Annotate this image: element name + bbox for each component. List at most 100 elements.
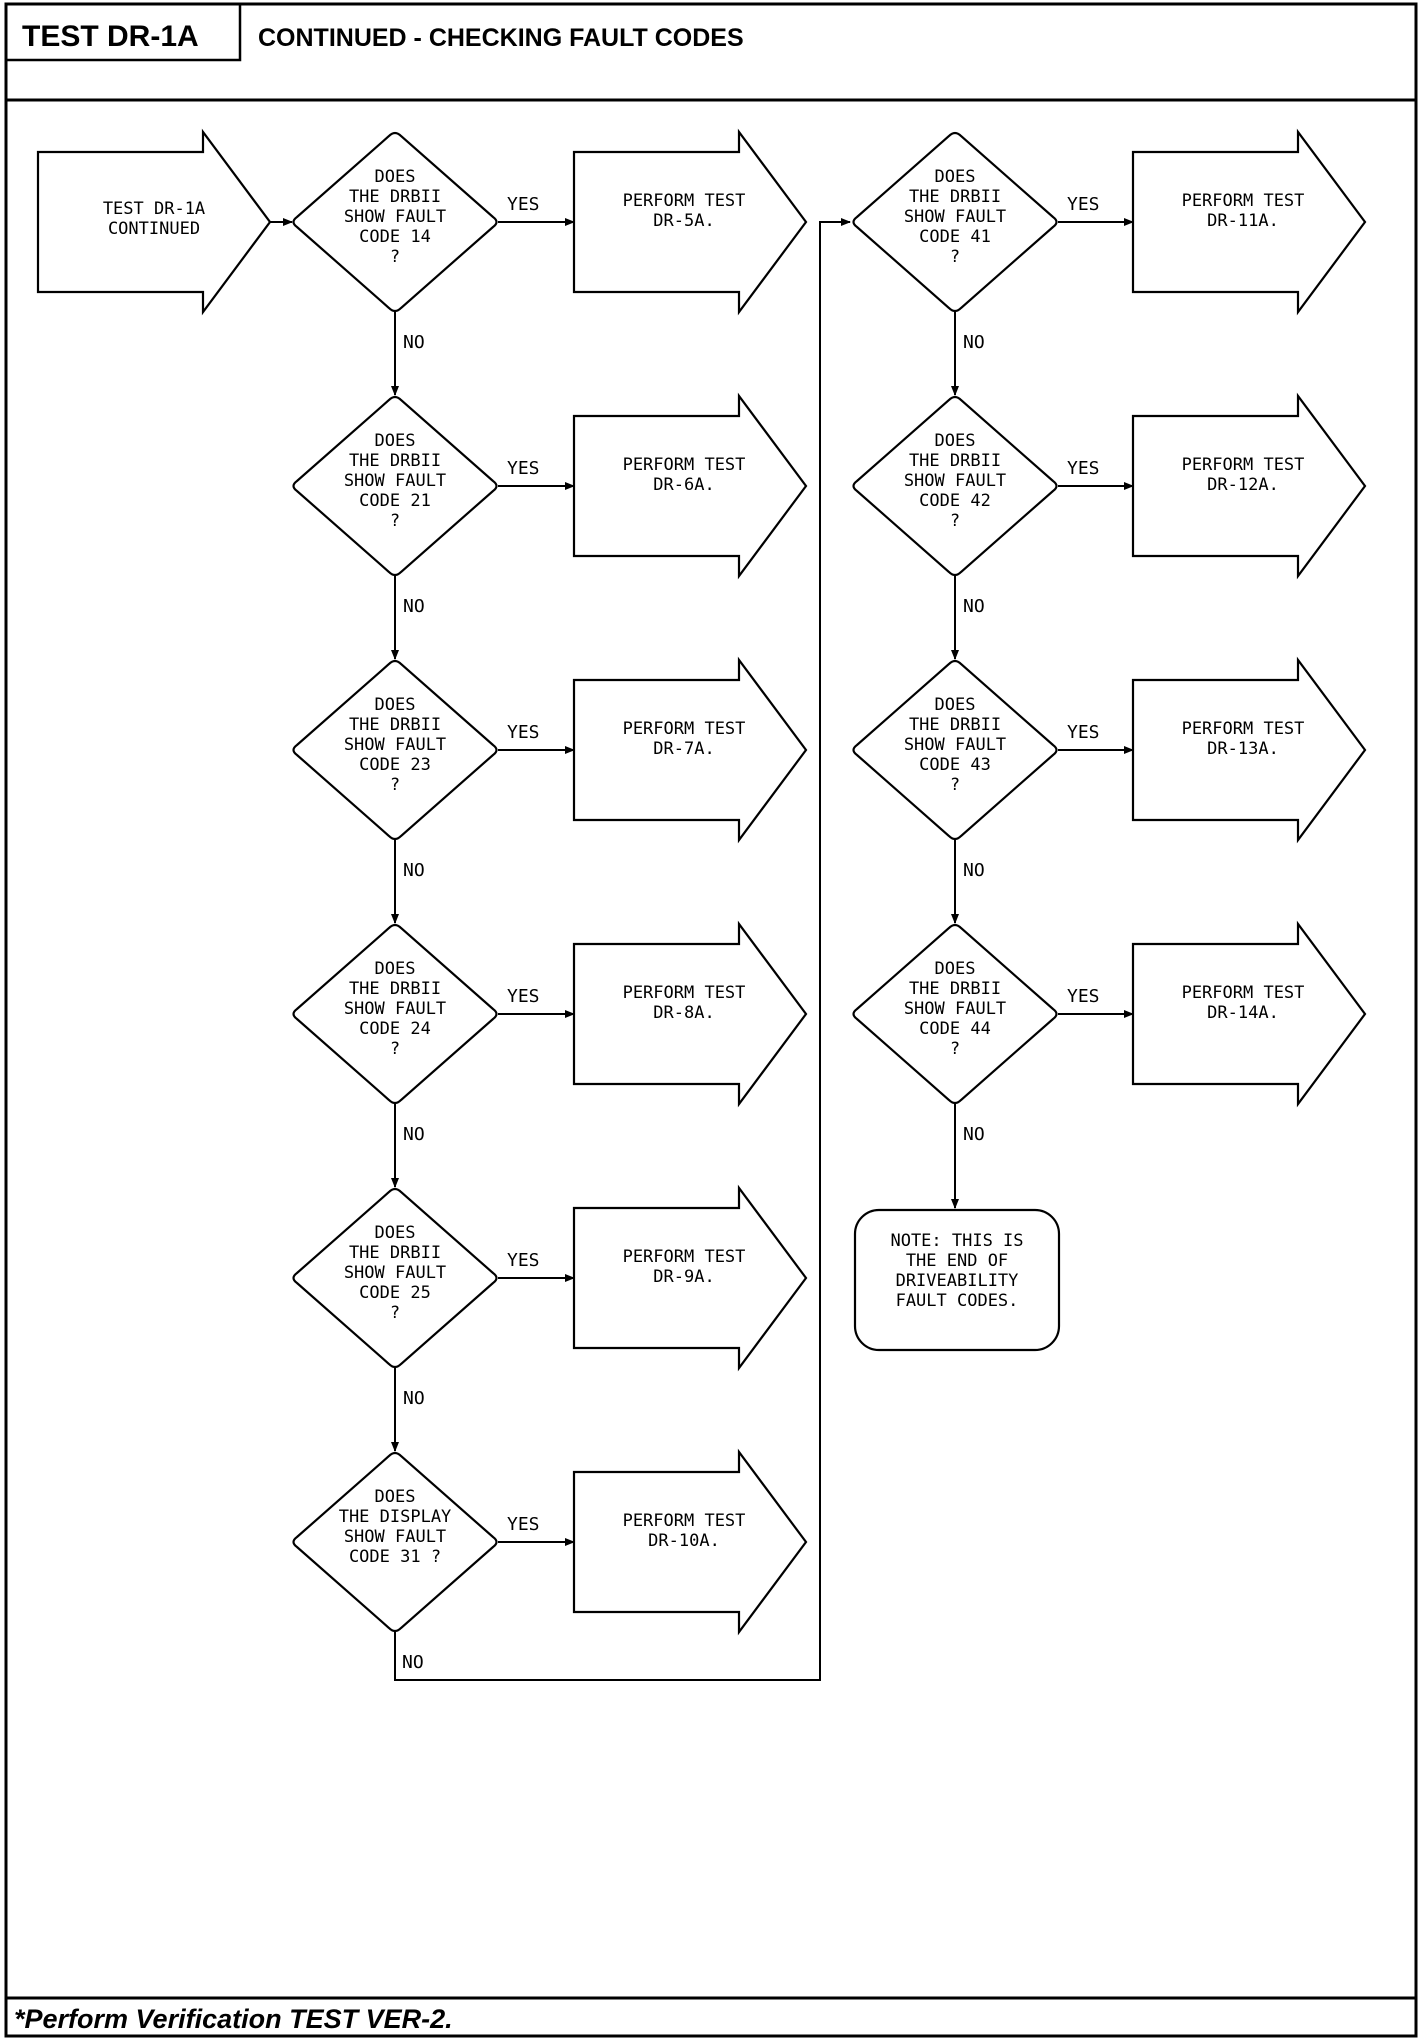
left_column-decision-6-text-line-3: SHOW FAULT — [344, 1527, 446, 1547]
left_column-decision-4-text-line-1: DOES — [375, 959, 416, 979]
right_column-decision-4-text-line-2: THE DRBII — [909, 979, 1001, 999]
right_column-decision-1-text-line-5: ? — [950, 247, 960, 267]
right_column-action-arrow-1 — [1131, 128, 1367, 316]
end-note-box — [853, 1208, 1061, 1352]
left_column-action-arrow-1 — [572, 128, 808, 316]
right_column-no-label-2: NO — [963, 596, 985, 617]
start-arrow — [36, 128, 272, 316]
left_column-action-2-text-line-1: PERFORM TEST — [623, 455, 746, 475]
left_column-action-2-text-line-2: DR-6A. — [653, 475, 714, 495]
left_column-decision-2-text-line-4: CODE 21 — [359, 491, 431, 511]
left_column-decision-6-text-line-2: THE DISPLAY — [339, 1507, 452, 1527]
right_column-decision-4 — [852, 923, 1058, 1105]
footer-note: *Perform Verification TEST VER-2. — [14, 2004, 453, 2034]
left_column-decision-4-text-line-5: ? — [390, 1039, 400, 1059]
left_column-yes-label-4: YES — [507, 986, 540, 1007]
left_column-action-1-text-line-2: DR-5A. — [653, 211, 714, 231]
right_column-no-label-3: NO — [963, 860, 985, 881]
right_column-decision-1 — [852, 131, 1058, 313]
left_column-yes-label-6: YES — [507, 1514, 540, 1535]
left_column-decision-1-text-line-2: THE DRBII — [349, 187, 441, 207]
left_column-yes-label-3: YES — [507, 722, 540, 743]
right_column-decision-2-text-line-2: THE DRBII — [909, 451, 1001, 471]
left_column-no-label-5: NO — [403, 1388, 425, 1409]
left-to-right-no-connector — [394, 218, 851, 1681]
left_column-decision-2-text-line-5: ? — [390, 511, 400, 531]
left_column-decision-6-text-line-1: DOES — [375, 1487, 416, 1507]
left_column-decision-4 — [292, 923, 498, 1105]
right_column-decision-3-text-line-2: THE DRBII — [909, 715, 1001, 735]
left_column-decision-1-text-line-1: DOES — [375, 167, 416, 187]
left_column-action-5-text-line-2: DR-9A. — [653, 1267, 714, 1287]
left_column-decision-2-text-line-2: THE DRBII — [349, 451, 441, 471]
header-title: CONTINUED - CHECKING FAULT CODES — [258, 24, 744, 52]
left_column-decision-2-text-line-3: SHOW FAULT — [344, 471, 446, 491]
right_column-yes-label-3: YES — [1067, 722, 1100, 743]
left_column-action-5-text-line-1: PERFORM TEST — [623, 1247, 746, 1267]
left_column-decision-5-text-line-3: SHOW FAULT — [344, 1263, 446, 1283]
right_column-action-arrow-2 — [1131, 392, 1367, 580]
left_column-decision-5 — [292, 1187, 498, 1369]
start-text-line-1: TEST DR-1A — [103, 199, 205, 219]
end-note-text-line-3: DRIVEABILITY — [896, 1271, 1019, 1291]
left_column-no-label-1: NO — [403, 332, 425, 353]
right_column-yes-label-1: YES — [1067, 194, 1100, 215]
left_column-decision-2-text-line-1: DOES — [375, 431, 416, 451]
left_column-decision-4-text-line-4: CODE 24 — [359, 1019, 431, 1039]
right_column-decision-3-text-line-5: ? — [950, 775, 960, 795]
right_column-action-4-text-line-2: DR-14A. — [1207, 1003, 1279, 1023]
left_column-action-arrow-5 — [572, 1184, 808, 1372]
left_column-no-label-4: NO — [403, 1124, 425, 1145]
left_column-action-arrow-2 — [572, 392, 808, 580]
left_column-decision-1-text-line-4: CODE 14 — [359, 227, 431, 247]
left_column-decision-1-text-line-3: SHOW FAULT — [344, 207, 446, 227]
right_column-decision-1-text-line-4: CODE 41 — [919, 227, 991, 247]
left_column-action-4-text-line-2: DR-8A. — [653, 1003, 714, 1023]
left_column-decision-4-text-line-3: SHOW FAULT — [344, 999, 446, 1019]
right_column-decision-3-text-line-4: CODE 43 — [919, 755, 991, 775]
end-note-text-line-4: FAULT CODES. — [896, 1291, 1019, 1311]
left_column-action-arrow-3 — [572, 656, 808, 844]
left_column-decision-5-text-line-4: CODE 25 — [359, 1283, 431, 1303]
left_column-decision-2 — [292, 395, 498, 577]
right_column-no-label-1: NO — [963, 332, 985, 353]
left_column-action-1-text-line-1: PERFORM TEST — [623, 191, 746, 211]
right_column-decision-1-text-line-1: DOES — [935, 167, 976, 187]
end-note-text-line-2: THE END OF — [906, 1251, 1008, 1271]
right_column-decision-2-text-line-1: DOES — [935, 431, 976, 451]
right_column-yes-label-4: YES — [1067, 986, 1100, 1007]
right_column-action-2-text-line-1: PERFORM TEST — [1182, 455, 1305, 475]
left_column-action-arrow-4 — [572, 920, 808, 1108]
left_column-decision-3-text-line-2: THE DRBII — [349, 715, 441, 735]
left_column-decision-1-text-line-5: ? — [390, 247, 400, 267]
right_column-action-arrow-3 — [1131, 656, 1367, 844]
left-last-no-label: NO — [402, 1652, 424, 1673]
right_column-decision-2-text-line-3: SHOW FAULT — [904, 471, 1006, 491]
left_column-yes-label-5: YES — [507, 1250, 540, 1271]
left_column-action-3-text-line-1: PERFORM TEST — [623, 719, 746, 739]
header-test-id: TEST DR-1A — [22, 20, 199, 53]
left_column-yes-label-1: YES — [507, 194, 540, 215]
left_column-decision-5-text-line-1: DOES — [375, 1223, 416, 1243]
left_column-decision-3 — [292, 659, 498, 841]
right_column-action-arrow-4 — [1131, 920, 1367, 1108]
right_column-decision-1-text-line-3: SHOW FAULT — [904, 207, 1006, 227]
right_column-decision-2-text-line-4: CODE 42 — [919, 491, 991, 511]
right_column-decision-3-text-line-1: DOES — [935, 695, 976, 715]
left_column-decision-5-text-line-5: ? — [390, 1303, 400, 1323]
left_column-action-arrow-6 — [572, 1448, 808, 1636]
left_column-action-4-text-line-1: PERFORM TEST — [623, 983, 746, 1003]
right_column-action-2-text-line-2: DR-12A. — [1207, 475, 1279, 495]
right_column-action-1-text-line-1: PERFORM TEST — [1182, 191, 1305, 211]
left_column-no-label-3: NO — [403, 860, 425, 881]
page-border — [4, 2, 1418, 2038]
header-test-id-box — [4, 2, 242, 62]
left_column-no-label-2: NO — [403, 596, 425, 617]
left_column-action-3-text-line-2: DR-7A. — [653, 739, 714, 759]
left_column-decision-3-text-line-3: SHOW FAULT — [344, 735, 446, 755]
left_column-decision-6 — [292, 1451, 498, 1633]
left_column-decision-5-text-line-2: THE DRBII — [349, 1243, 441, 1263]
right_column-decision-4-text-line-5: ? — [950, 1039, 960, 1059]
